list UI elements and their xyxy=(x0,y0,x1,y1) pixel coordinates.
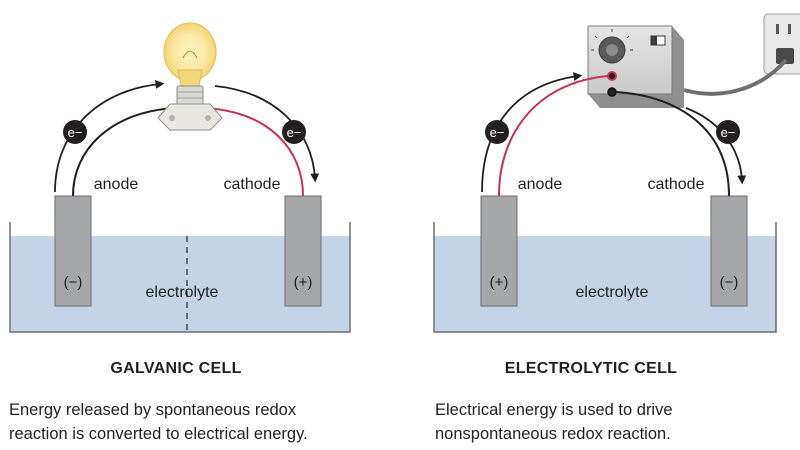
electron-icon: e− xyxy=(485,120,509,144)
electrolytic-electrolyte-label: electrolyte xyxy=(576,284,649,301)
electrolytic-cathode-sign: (−) xyxy=(720,274,739,291)
electrolytic-black-wire xyxy=(615,91,730,197)
light-bulb-icon xyxy=(157,22,223,131)
galvanic-black-wire xyxy=(72,107,176,197)
electrolytic-cathode-electrode xyxy=(710,195,748,307)
wall-outlet-icon xyxy=(763,13,800,75)
galvanic-anode-sign: (−) xyxy=(64,274,83,291)
electrolytic-caption-line2: nonspontaneous redox reaction. xyxy=(435,425,671,443)
electrolytic-title: ELECTROLYTIC CELL xyxy=(505,360,678,377)
galvanic-cathode-electrode xyxy=(284,195,322,307)
galvanic-cathode-sign: (+) xyxy=(294,274,313,291)
galvanic-caption: Energy released by spontaneous redox rea… xyxy=(9,398,308,446)
galvanic-electron-arrow-left xyxy=(54,79,165,193)
electron-icon: e− xyxy=(716,120,740,144)
galvanic-electrolyte-label: electrolyte xyxy=(146,284,219,301)
electrolytic-electron-arrow-left xyxy=(481,72,583,193)
galvanic-electron-label-left: e− xyxy=(68,125,83,140)
power-cord xyxy=(683,58,788,96)
electrolytic-anode-electrode xyxy=(480,195,518,307)
galvanic-cell: e− e− anode cathode (−) (+) electrolyte … xyxy=(9,22,351,377)
electrolytic-red-wire xyxy=(498,75,609,197)
galvanic-title: GALVANIC CELL xyxy=(110,360,241,377)
electrolytic-cathode-label: cathode xyxy=(648,176,705,193)
electron-icon: e− xyxy=(282,120,306,144)
electrolytic-anode-sign: (+) xyxy=(490,274,509,291)
galvanic-electron-arrow-right xyxy=(214,85,320,183)
galvanic-caption-line1: Energy released by spontaneous redox xyxy=(9,401,297,419)
galvanic-electron-label-right: e− xyxy=(287,125,302,140)
galvanic-caption-line2: reaction is converted to electrical ener… xyxy=(9,425,308,443)
galvanic-red-wire xyxy=(204,107,304,197)
electron-icon: e− xyxy=(63,120,87,144)
electrolytic-electron-label-left: e− xyxy=(490,125,505,140)
electrolytic-caption: Electrical energy is used to drive nonsp… xyxy=(435,398,673,446)
galvanic-cathode-label: cathode xyxy=(224,176,281,193)
power-supply-icon xyxy=(587,25,684,108)
galvanic-anode-electrode xyxy=(54,195,92,307)
electrolytic-cell: e− e− anode cathode (+) (−) electrolyte … xyxy=(433,13,800,377)
electrolytic-anode-label: anode xyxy=(518,176,563,193)
electrolytic-container xyxy=(433,222,777,333)
galvanic-container xyxy=(9,222,351,333)
electrolytic-electron-label-right: e− xyxy=(721,125,736,140)
electrolytic-caption-line1: Electrical energy is used to drive xyxy=(435,401,673,419)
galvanic-anode-label: anode xyxy=(94,176,139,193)
